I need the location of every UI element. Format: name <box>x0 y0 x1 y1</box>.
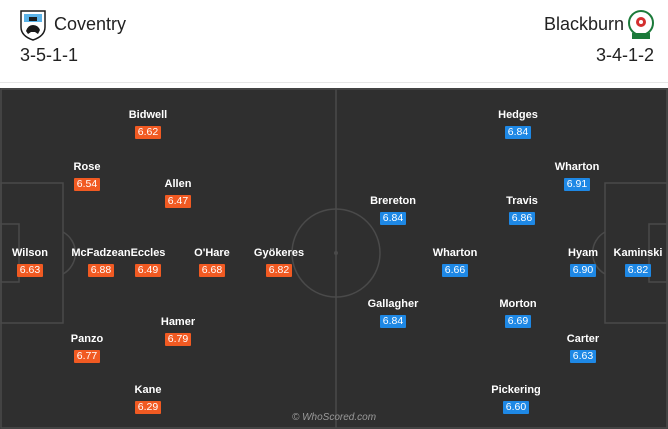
pitch <box>0 88 668 429</box>
player-name: Gallagher <box>367 298 419 310</box>
blackburn-rose-crest-icon <box>626 9 656 41</box>
player-away-wharton-2[interactable]: Wharton 6.66 <box>415 247 495 278</box>
away-formation: 3-4-1-2 <box>595 45 654 65</box>
player-rating: 6.86 <box>508 212 536 225</box>
player-rating: 6.90 <box>569 264 597 277</box>
player-home-eccles[interactable]: Eccles 6.49 <box>108 247 188 278</box>
player-rating: 6.60 <box>502 401 530 414</box>
player-rating: 6.82 <box>265 264 293 277</box>
player-name: Wilson <box>12 247 48 259</box>
player-rating: 6.62 <box>134 126 162 139</box>
player-rating: 6.49 <box>134 264 162 277</box>
player-rating: 6.79 <box>164 333 192 346</box>
player-name: Wharton <box>554 161 600 173</box>
match-header: Coventry 3-5-1-1 Blackburn 3-4-1-2 <box>0 0 668 83</box>
player-away-kaminski[interactable]: Kaminski 6.82 <box>598 247 668 278</box>
player-home-kane[interactable]: Kane 6.29 <box>108 384 188 415</box>
player-name: Rose <box>73 161 101 173</box>
player-home-wilson[interactable]: Wilson 6.63 <box>0 247 70 278</box>
player-rating: 6.66 <box>441 264 469 277</box>
player-name: McFadzean <box>71 247 131 259</box>
player-rating: 6.82 <box>624 264 652 277</box>
player-home-rose[interactable]: Rose 6.54 <box>47 161 127 192</box>
home-formation: 3-5-1-1 <box>20 45 79 65</box>
player-home-mcfadzean[interactable]: McFadzean 6.88 <box>61 247 141 278</box>
player-name: O'Hare <box>194 247 230 259</box>
player-rating: 6.77 <box>73 350 101 363</box>
player-rating: 6.54 <box>73 178 101 191</box>
player-away-travis[interactable]: Travis 6.86 <box>482 195 562 226</box>
player-name: Gyökeres <box>253 247 305 259</box>
player-away-hyam[interactable]: Hyam 6.90 <box>543 247 623 278</box>
player-away-wharton-1[interactable]: Wharton 6.91 <box>537 161 617 192</box>
player-home-ohare[interactable]: O'Hare 6.68 <box>172 247 252 278</box>
player-rating: 6.84 <box>379 315 407 328</box>
player-home-allen[interactable]: Allen 6.47 <box>138 178 218 209</box>
player-rating: 6.68 <box>198 264 226 277</box>
player-name: Allen <box>164 178 192 190</box>
player-name: Eccles <box>130 247 166 259</box>
watermark: © WhoScored.com <box>291 412 377 423</box>
player-rating: 6.29 <box>134 401 162 414</box>
player-home-gyokeres[interactable]: Gyökeres 6.82 <box>239 247 319 278</box>
player-home-hamer[interactable]: Hamer 6.79 <box>138 316 218 347</box>
player-rating: 6.84 <box>379 212 407 225</box>
player-name: Pickering <box>491 384 541 396</box>
player-name: Hamer <box>160 316 196 328</box>
player-name: Hedges <box>498 109 538 121</box>
player-name: Hyam <box>568 247 598 259</box>
coventry-elephant-crest-icon <box>18 9 48 41</box>
player-name: Morton <box>499 298 537 310</box>
player-name: Kane <box>134 384 162 396</box>
player-away-gallagher[interactable]: Gallagher 6.84 <box>353 298 433 329</box>
player-rating: 6.47 <box>164 195 192 208</box>
player-name: Brereton <box>370 195 416 207</box>
player-name: Carter <box>566 333 600 345</box>
player-name: Panzo <box>70 333 104 345</box>
player-name: Wharton <box>432 247 478 259</box>
player-away-brereton[interactable]: Brereton 6.84 <box>353 195 433 226</box>
player-rating: 6.91 <box>563 178 591 191</box>
player-rating: 6.69 <box>504 315 532 328</box>
away-team-name[interactable]: Blackburn <box>543 14 624 34</box>
player-home-bidwell[interactable]: Bidwell 6.62 <box>108 109 188 140</box>
pitch-markings <box>0 88 668 429</box>
player-rating: 6.88 <box>87 264 115 277</box>
home-team-name[interactable]: Coventry <box>54 14 127 34</box>
player-name: Kaminski <box>613 247 663 259</box>
player-name: Bidwell <box>128 109 168 121</box>
player-name: Travis <box>506 195 538 207</box>
player-away-carter[interactable]: Carter 6.63 <box>543 333 623 364</box>
player-rating: 6.84 <box>504 126 532 139</box>
player-away-hedges[interactable]: Hedges 6.84 <box>478 109 558 140</box>
player-home-panzo[interactable]: Panzo 6.77 <box>47 333 127 364</box>
player-away-pickering[interactable]: Pickering 6.60 <box>476 384 556 415</box>
player-rating: 6.63 <box>16 264 44 277</box>
player-away-morton[interactable]: Morton 6.69 <box>478 298 558 329</box>
player-rating: 6.63 <box>569 350 597 363</box>
